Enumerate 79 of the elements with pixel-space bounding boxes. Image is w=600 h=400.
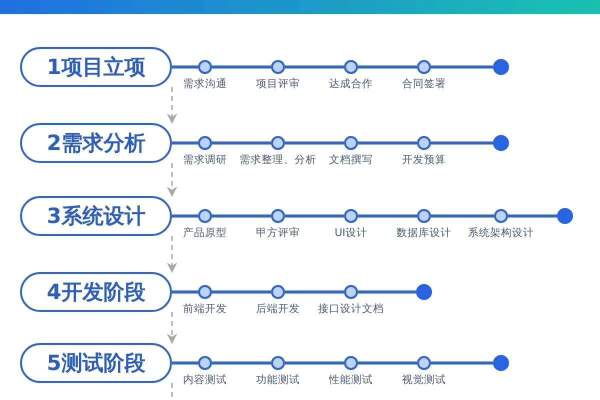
timeline-dot <box>494 209 508 223</box>
step-label: 项目评审 <box>256 77 300 91</box>
step-label: 甲方评审 <box>256 226 300 240</box>
step-label: 内容测试 <box>183 373 227 387</box>
timeline-line <box>431 362 493 364</box>
timeline-dot <box>271 209 285 223</box>
timeline-dot <box>198 356 212 370</box>
timeline-line <box>358 362 417 364</box>
timeline-line <box>212 142 271 144</box>
timeline-dot <box>271 356 285 370</box>
dashed-arrow <box>166 87 178 124</box>
timeline-line <box>172 142 198 144</box>
dashed-arrow <box>166 236 178 274</box>
timeline-line <box>285 142 344 144</box>
timeline-dot <box>344 356 358 370</box>
timeline-dot <box>344 285 358 299</box>
timeline-dot <box>417 209 431 223</box>
timeline-dot <box>198 285 212 299</box>
timeline-line <box>358 214 417 218</box>
timeline-line <box>172 290 198 294</box>
step-label: 功能测试 <box>256 373 300 387</box>
dashed-arrow <box>166 312 178 344</box>
timeline-line <box>285 66 344 68</box>
end-dot <box>557 208 573 224</box>
step-label: 接口设计文档 <box>318 302 384 316</box>
step-label: 需求沟通 <box>183 77 227 91</box>
timeline-dot <box>417 60 431 74</box>
timeline-line <box>172 362 198 364</box>
step-label: 开发预算 <box>402 153 446 167</box>
step-label: 系统架构设计 <box>468 226 534 240</box>
timeline-dot <box>198 209 212 223</box>
timeline-dot <box>417 356 431 370</box>
timeline-dot <box>198 136 212 150</box>
step-label: 前端开发 <box>183 302 227 316</box>
stage-pill: 4开发阶段 <box>20 272 172 312</box>
timeline-line <box>358 66 417 68</box>
timeline-line <box>212 214 271 218</box>
timeline-dot <box>344 136 358 150</box>
stage-pill: 5测试阶段 <box>20 343 172 383</box>
step-label: 需求整理、分析 <box>240 153 316 167</box>
timeline-line <box>431 66 493 68</box>
timeline-dot <box>344 209 358 223</box>
step-label: 后端开发 <box>256 302 300 316</box>
step-label: 达成合作 <box>329 77 373 91</box>
step-label: 数据库设计 <box>396 226 452 240</box>
step-label: UI设计 <box>334 226 368 240</box>
stage-pill: 2需求分析 <box>20 123 172 163</box>
timeline-dot <box>417 136 431 150</box>
timeline-line <box>285 214 344 218</box>
step-label: 文档撰写 <box>329 153 373 167</box>
timeline-line <box>285 362 344 364</box>
step-label: 视觉测试 <box>402 373 446 387</box>
timeline-line <box>508 214 557 218</box>
timeline-dot <box>344 60 358 74</box>
timeline-dot <box>271 60 285 74</box>
timeline-line <box>358 290 416 294</box>
step-label: 合同签署 <box>402 77 446 91</box>
end-dot <box>493 135 509 151</box>
timeline-line <box>358 142 417 144</box>
timeline-dot <box>271 136 285 150</box>
timeline-line <box>285 290 344 294</box>
dashed-arrow <box>166 163 178 198</box>
timeline-line <box>431 142 493 144</box>
stage-pill: 1项目立项 <box>20 47 172 87</box>
end-dot <box>493 59 509 75</box>
timeline-line <box>212 290 271 294</box>
step-label: 性能测试 <box>329 373 373 387</box>
end-dot <box>416 284 432 300</box>
timeline-dot <box>198 60 212 74</box>
stage-pill: 3系统设计 <box>20 196 172 236</box>
timeline-line <box>212 362 271 364</box>
step-label: 产品原型 <box>183 226 227 240</box>
end-dot <box>493 355 509 371</box>
step-label: 需求调研 <box>183 153 227 167</box>
timeline-line <box>172 66 198 68</box>
timeline-line <box>172 214 198 218</box>
timeline-line <box>431 214 494 218</box>
timeline-dot <box>271 285 285 299</box>
timeline-line <box>212 66 271 68</box>
